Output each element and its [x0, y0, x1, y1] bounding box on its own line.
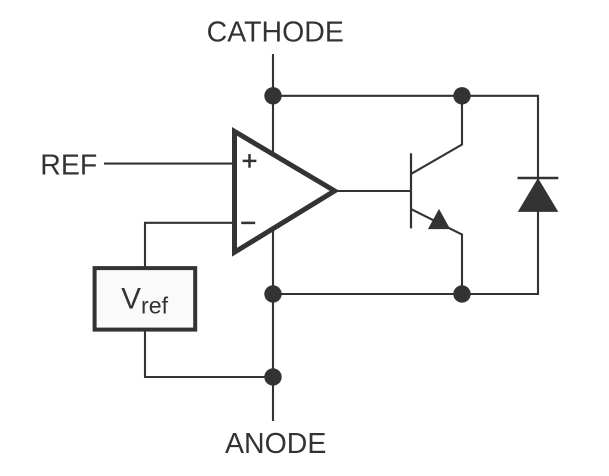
svg-text:REF: REF [40, 150, 97, 182]
svg-text:ANODE: ANODE [225, 428, 326, 460]
svg-text:CATHODE: CATHODE [207, 17, 344, 49]
